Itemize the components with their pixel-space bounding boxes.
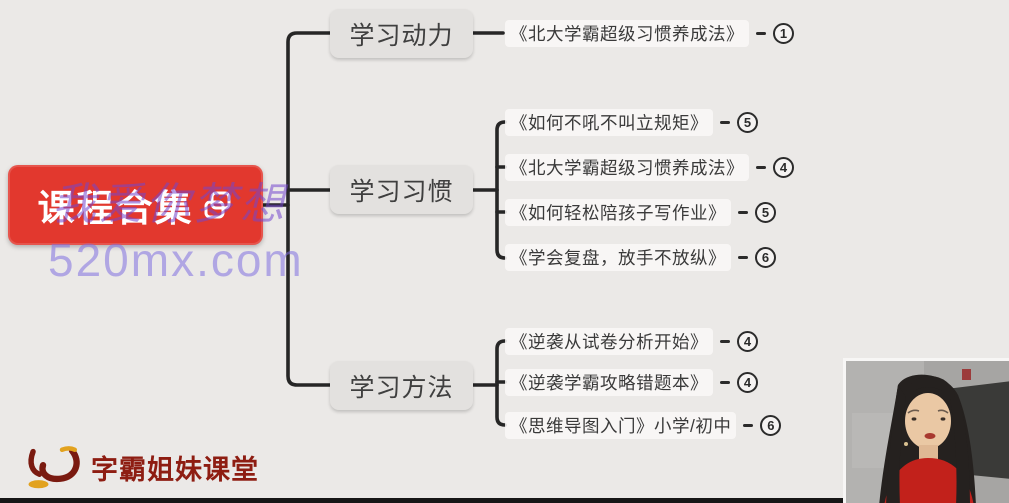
- leaf-row: 《北大学霸超级习惯养成法》 1: [505, 19, 794, 47]
- leaf-row: 《思维导图入门》小学/初中 6: [505, 411, 782, 439]
- branch-label: 学习习惯: [349, 177, 454, 206]
- presenter-red-top: [884, 458, 974, 503]
- leaf-connector-dash: [756, 31, 766, 35]
- presenter-video: [846, 361, 1009, 503]
- brand-logo: 字霸姐妹课堂: [24, 443, 259, 491]
- webcam-overlay: [843, 358, 1009, 503]
- leaf-row: 《逆袭从试卷分析开始》 4: [505, 327, 758, 355]
- leaf-count-badge: 4: [773, 156, 794, 178]
- leaf-title: 《如何不吼不叫立规矩》: [505, 108, 713, 136]
- leaf-connector-dash: [738, 255, 748, 259]
- leaf-count-badge: 5: [737, 111, 758, 133]
- branch-label: 学习方法: [349, 373, 454, 402]
- leaf-connector-dash: [720, 339, 730, 343]
- connector-main-trunk: [286, 31, 332, 387]
- leaf-title: 《逆袭从试卷分析开始》: [505, 327, 713, 355]
- leaf-title: 《北大学霸超级习惯养成法》: [505, 19, 749, 47]
- earring: [904, 442, 908, 446]
- root-label: 课程合集: [37, 188, 194, 229]
- leaf-title: 《北大学霸超级习惯养成法》: [505, 153, 749, 181]
- leaf-connector-dash: [720, 120, 730, 124]
- branch-node-motivation: 学习动力: [330, 9, 473, 58]
- leaf-row: 《逆袭学霸攻略错题本》 4: [505, 368, 758, 396]
- leaf-count-badge: 6: [755, 246, 776, 268]
- leaf-count-badge: 5: [755, 201, 776, 223]
- leaf-row: 《北大学霸超级习惯养成法》 4: [505, 153, 794, 181]
- watermark-url: 520mx.com: [48, 234, 304, 286]
- leaf-connector-dash: [720, 380, 730, 384]
- leaf-count-badge: 4: [737, 330, 758, 352]
- connector-branch2-trunk: [495, 120, 507, 260]
- brand-logo-icon: [28, 446, 80, 489]
- mindmap-root-node: 课程合集: [8, 165, 263, 245]
- leaf-connector-dash: [756, 165, 766, 169]
- watermark-handwriting: 我爱你梦想: [52, 179, 287, 230]
- leaf-connector-dash: [743, 423, 754, 427]
- leaf-title: 《思维导图入门》小学/初中: [505, 411, 737, 439]
- brand-logo-text: 字霸姐妹课堂: [91, 454, 259, 485]
- leaf-row: 《如何不吼不叫立规矩》 5: [505, 108, 758, 136]
- leaf-row: 《学会复盘，放手不放纵》 6: [505, 243, 776, 271]
- leaf-count-badge: 1: [773, 22, 794, 44]
- leaf-title: 《如何轻松陪孩子写作业》: [505, 198, 731, 226]
- leaf-row: 《如何轻松陪孩子写作业》 5: [505, 198, 776, 226]
- branch-label: 学习动力: [349, 21, 454, 50]
- leaf-count-badge: 4: [737, 371, 758, 393]
- link-icon: [204, 191, 230, 219]
- leaf-count-badge: 6: [760, 414, 782, 436]
- branch-node-habit: 学习习惯: [330, 165, 473, 214]
- player-bottom-bar: [0, 498, 843, 503]
- presenter-face: [905, 393, 951, 449]
- leaf-title: 《学会复盘，放手不放纵》: [505, 243, 731, 271]
- leaf-title: 《逆袭学霸攻略错题本》: [505, 368, 713, 396]
- presenter-lips: [924, 433, 936, 439]
- leaf-connector-dash: [738, 210, 748, 214]
- branch-node-method: 学习方法: [330, 361, 473, 410]
